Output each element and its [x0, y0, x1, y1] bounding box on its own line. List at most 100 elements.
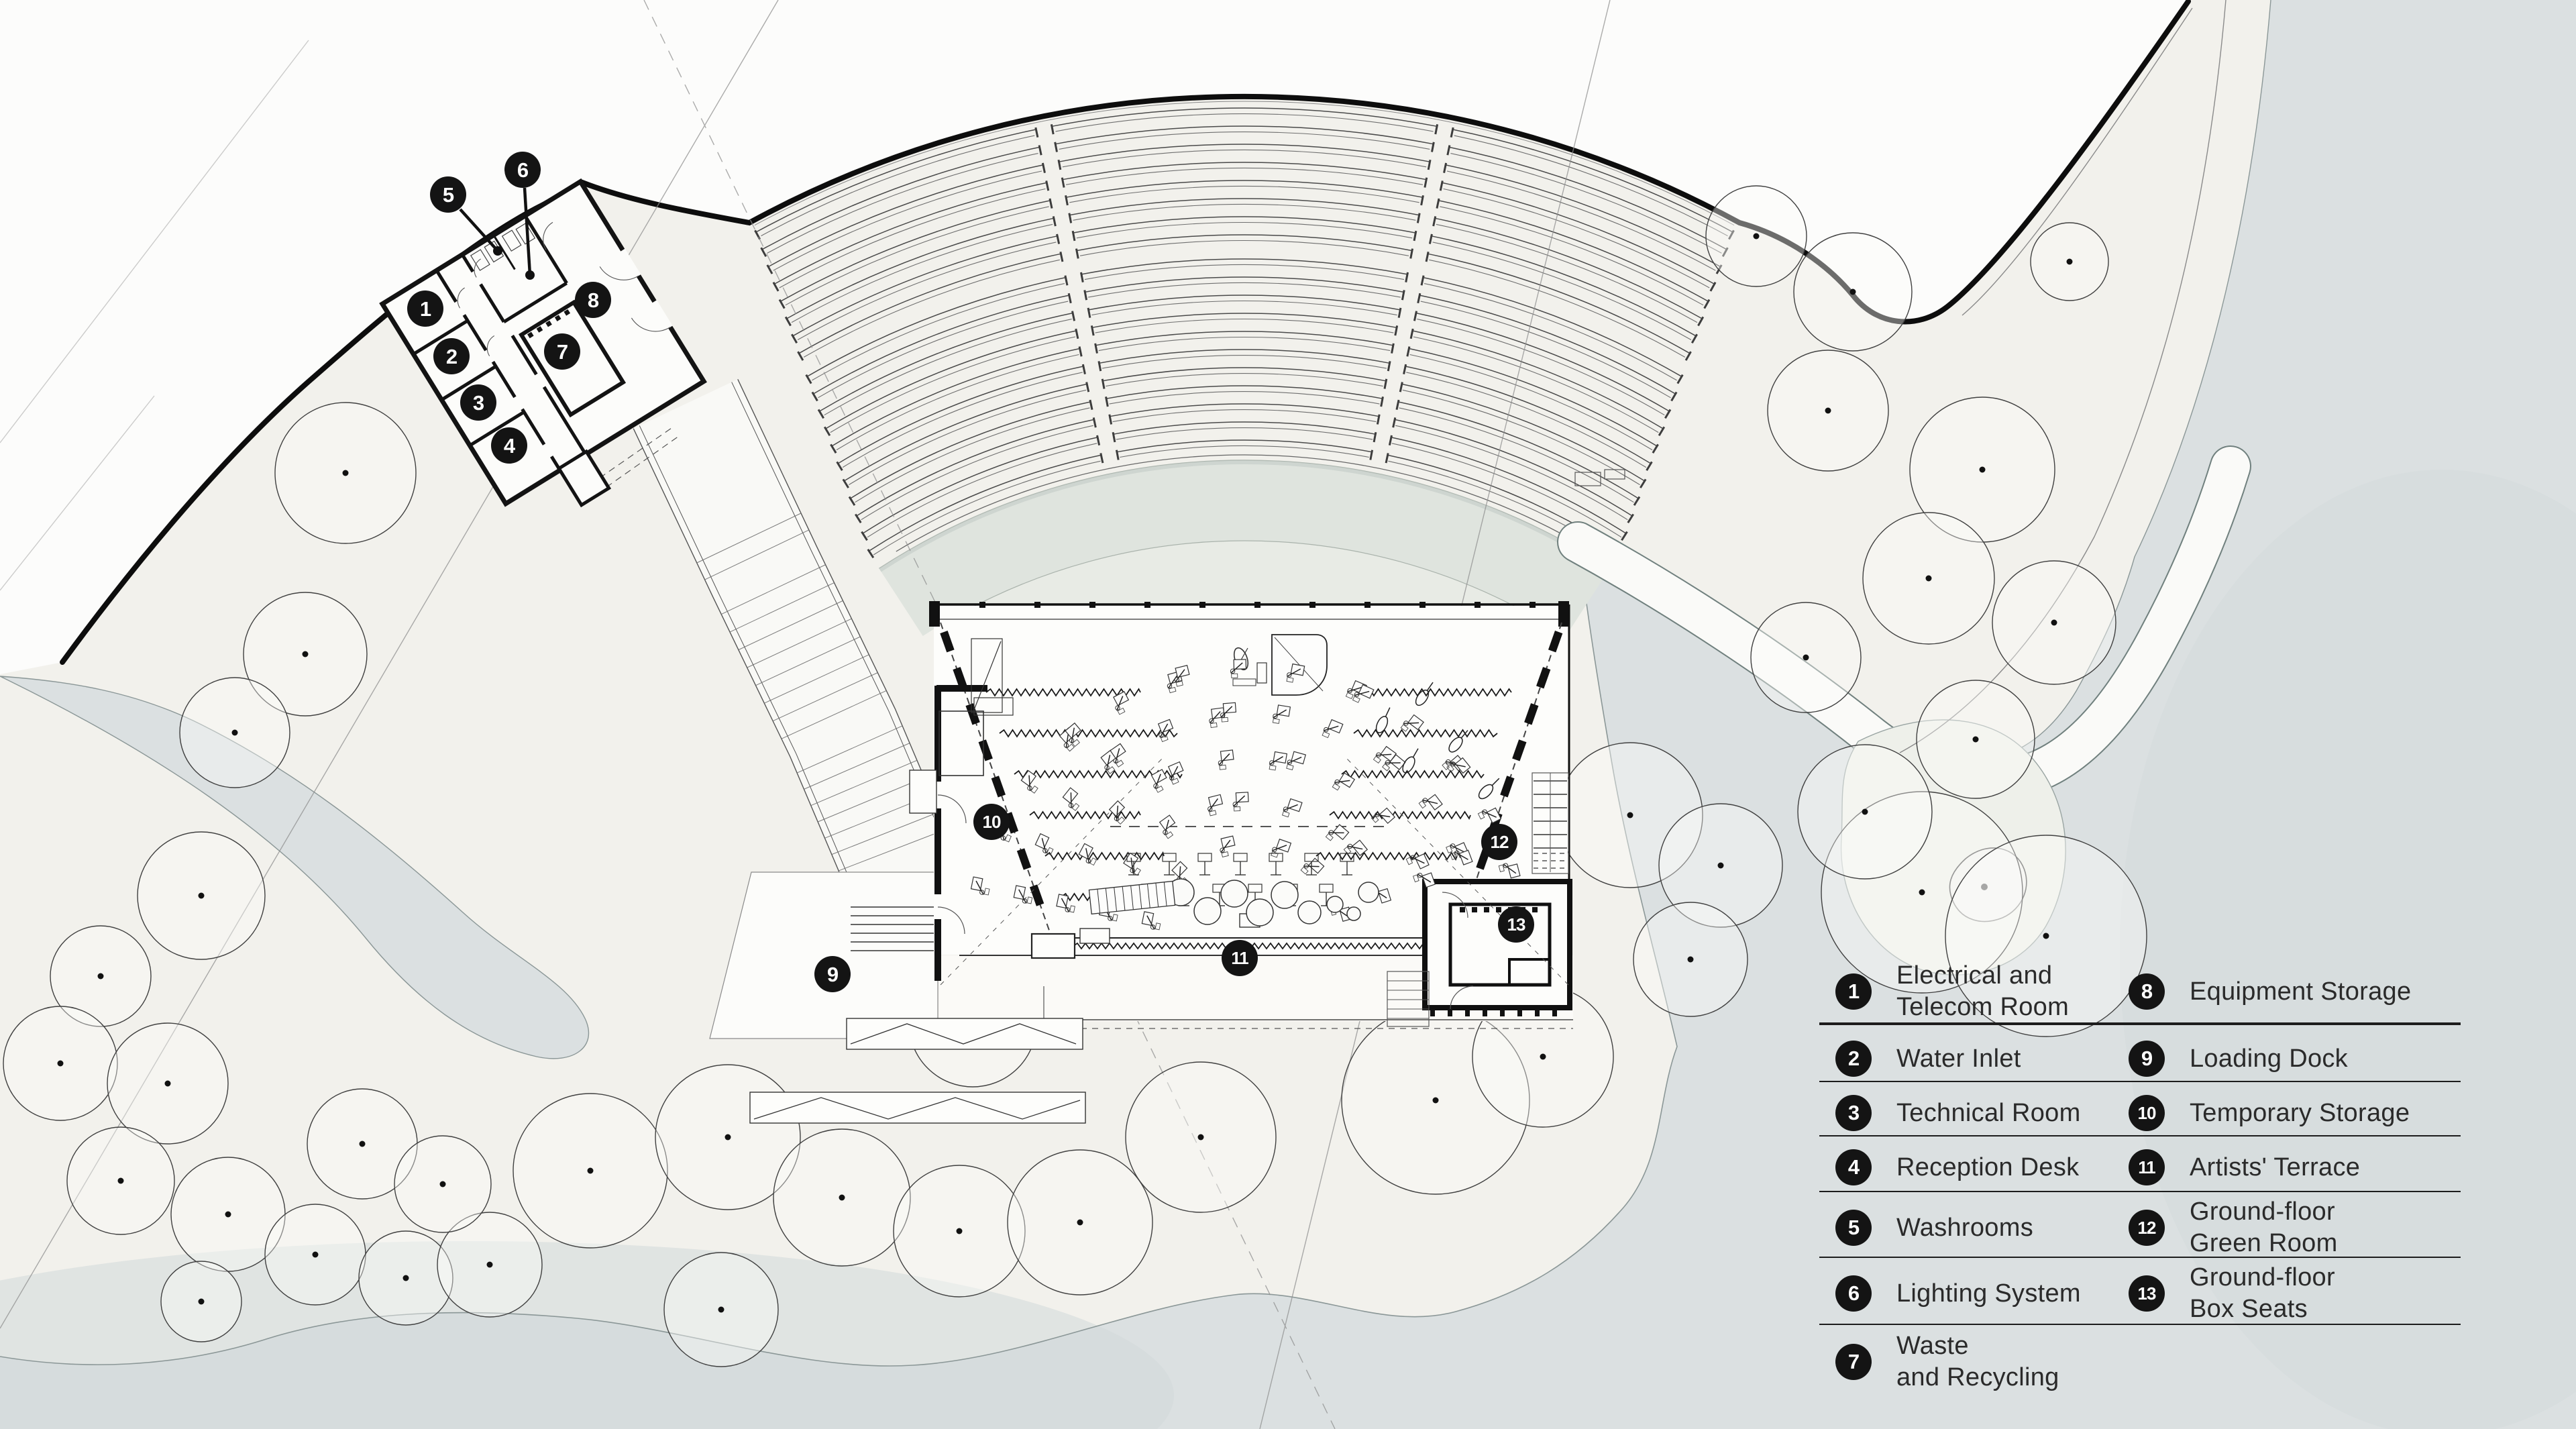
corridor-wall: [479, 283, 506, 323]
bench-row-back: [867, 443, 1097, 538]
music-stand: [1498, 864, 1505, 872]
riser-diagonal: [973, 641, 1002, 710]
room13-tick: [1496, 907, 1501, 912]
instrument: [1085, 848, 1090, 864]
instrument: [1481, 810, 1497, 818]
bench-row-back: [849, 389, 1087, 486]
tree: [1633, 902, 1748, 1017]
plan-marker-13: 13: [1498, 906, 1534, 943]
instrument-body: [1220, 847, 1225, 853]
instrument-body: [1482, 809, 1487, 814]
wall-tick: [536, 326, 543, 333]
acoustic-column: [1512, 739, 1527, 761]
wall-column: [1419, 602, 1426, 608]
instrument: [1287, 756, 1302, 764]
bench-end-cap: [778, 299, 786, 309]
ramp-rung: [781, 690, 887, 739]
instrument: [1271, 845, 1287, 851]
musician-chair: [1322, 719, 1344, 739]
tree-trunk-dot: [117, 1177, 124, 1184]
wind-stand: [1126, 853, 1141, 876]
bench-row-back: [836, 354, 1079, 451]
bench-end-cap: [1621, 531, 1628, 541]
stage-door: [1079, 928, 1110, 944]
tree: [179, 677, 290, 788]
bench-row-back: [791, 223, 1053, 323]
music-stand: [1269, 765, 1277, 771]
tree: [274, 402, 417, 544]
instrument: [1232, 795, 1246, 807]
musician-chair: [1110, 743, 1126, 768]
bench-row-back: [1098, 336, 1391, 352]
bench-row: [862, 437, 1098, 534]
room13-hatch-tick: [1483, 1009, 1487, 1016]
instrument-body: [1446, 759, 1451, 765]
service-building-body: [379, 178, 707, 508]
dock-stairs: [851, 906, 936, 951]
rock-dot: [1981, 884, 1988, 890]
music-stand: [1371, 814, 1379, 823]
bench-row-back: [1450, 153, 1722, 254]
instrument: [1323, 725, 1339, 731]
rock-feature: [1949, 847, 2027, 922]
musician-chair: [1498, 863, 1521, 879]
musician-chair: [1220, 702, 1237, 723]
tree-trunk-dot: [198, 892, 205, 899]
outer-wall: [379, 178, 707, 507]
instrument-body: [1283, 806, 1289, 812]
bench-end-cap: [1071, 311, 1076, 321]
bass-neck: [1426, 682, 1434, 691]
musician-chair: [1352, 684, 1375, 703]
bench-row: [806, 276, 1066, 377]
music-stand: [1071, 739, 1080, 747]
tree: [394, 1135, 492, 1233]
door-swing: [1442, 892, 1468, 918]
bench-end-cap: [1439, 180, 1444, 191]
musician-chair: [1382, 754, 1406, 772]
bench-end-cap: [1075, 328, 1079, 339]
instrument-body: [1287, 759, 1293, 765]
tree: [513, 1093, 668, 1249]
bench-end-cap: [1115, 449, 1120, 460]
acoustic-zigzag: [1329, 810, 1471, 820]
bench-end-cap: [791, 333, 798, 344]
bench-end-cap: [1416, 213, 1421, 223]
piano-lid-line: [1274, 637, 1324, 692]
bench-end-cap: [1728, 229, 1735, 240]
bench-row-back: [855, 407, 1090, 503]
chair: [1062, 787, 1079, 804]
bench-row: [1431, 235, 1697, 337]
bench-row: [819, 312, 1073, 412]
double-bass: [1402, 748, 1419, 774]
music-stand: [1477, 811, 1485, 820]
lawn-shade-edge: [879, 460, 1610, 572]
washroom-fixture: [470, 249, 490, 271]
tree: [107, 1022, 229, 1145]
tree: [773, 1128, 911, 1267]
music-stand: [1221, 851, 1229, 857]
musician-chair: [1013, 885, 1033, 904]
bench-row-back: [773, 170, 1042, 271]
bench-row: [1423, 276, 1682, 377]
door-swing: [474, 258, 481, 278]
chair: [1332, 824, 1350, 841]
plan-marker-1: 1: [407, 290, 443, 327]
bench-end-cap: [1684, 351, 1692, 361]
music-stand: [983, 888, 990, 896]
loading-dock: [709, 871, 938, 1039]
instrument: [1450, 844, 1464, 853]
partition-wall: [469, 410, 525, 447]
chair: [1065, 722, 1081, 739]
chair: [1389, 754, 1406, 770]
chair: [1358, 684, 1375, 699]
tree: [1125, 1061, 1277, 1213]
bench-row-back: [1391, 443, 1622, 538]
door-swing: [631, 317, 671, 332]
instrument-body: [1208, 806, 1213, 812]
bench-row-back: [1084, 264, 1405, 280]
tree-trunk-dot: [1687, 956, 1694, 963]
access-ramp: [590, 378, 973, 945]
instrument: [1061, 898, 1070, 912]
chair: [1220, 749, 1234, 761]
